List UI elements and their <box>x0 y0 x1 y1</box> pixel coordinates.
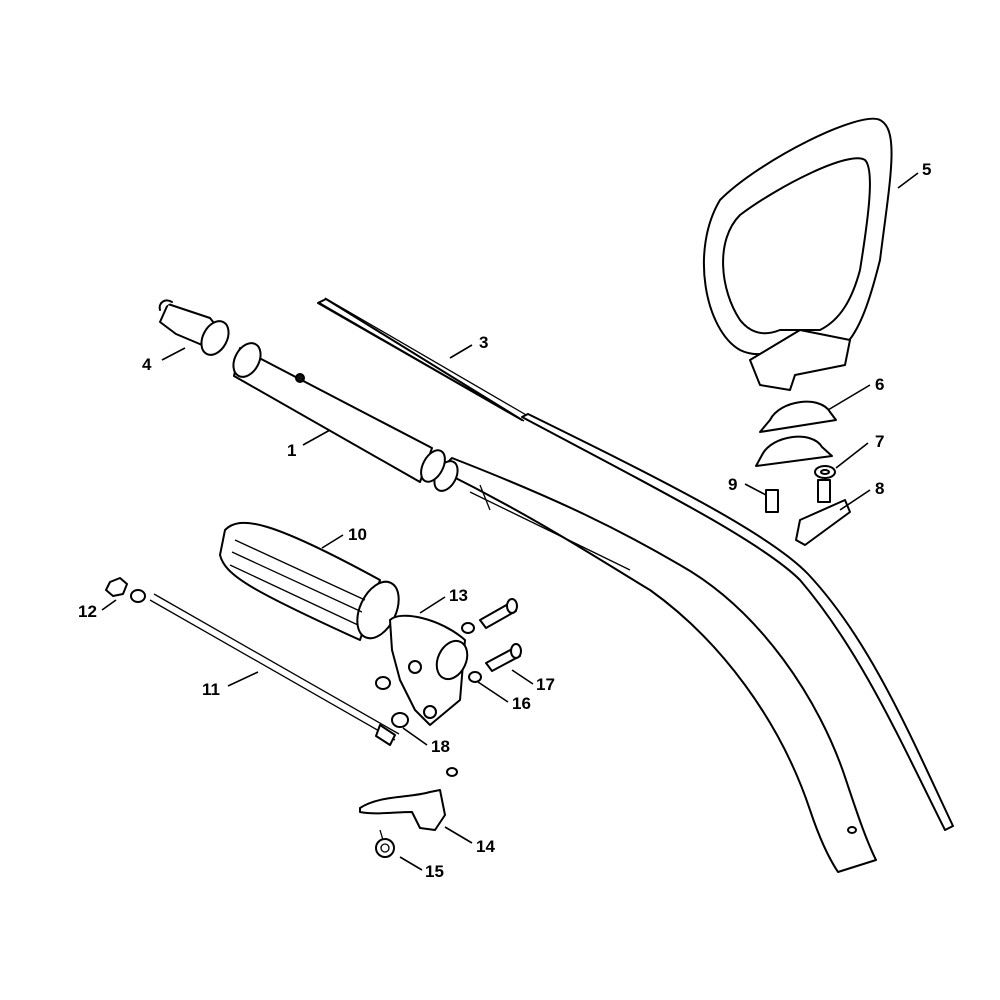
cap-part-4[interactable] <box>158 299 234 359</box>
part-label-17: 17 <box>536 675 555 694</box>
part-label-9: 9 <box>728 475 737 494</box>
clamp-part-6[interactable] <box>755 400 837 467</box>
part-labels: 1 3 4 5 6 7 8 9 10 11 12 13 14 15 16 17 … <box>78 160 931 881</box>
nuts-part-12[interactable] <box>105 577 146 603</box>
upper-tube-part-1[interactable] <box>228 338 450 485</box>
nut-part-18[interactable] <box>375 676 409 728</box>
drive-shaft-part-3[interactable] <box>317 297 954 831</box>
leader-lines <box>101 172 919 871</box>
throttle-trigger-part-14[interactable] <box>359 789 446 831</box>
washer-part-16[interactable] <box>461 622 482 683</box>
part-label-16: 16 <box>512 694 531 713</box>
part-label-13: 13 <box>449 586 468 605</box>
part-label-3: 3 <box>479 333 488 352</box>
part-label-4: 4 <box>142 355 152 374</box>
drive-tube[interactable] <box>430 457 877 873</box>
part-label-12: 12 <box>78 602 97 621</box>
screw-part-17[interactable] <box>479 598 522 672</box>
screw-part-9[interactable] <box>765 489 779 513</box>
part-label-10: 10 <box>348 525 367 544</box>
part-label-14: 14 <box>476 837 495 856</box>
washer-part-7[interactable] <box>814 465 836 479</box>
spring-part-15[interactable] <box>375 829 395 858</box>
throttle-rod-part-11[interactable] <box>149 593 458 777</box>
loop-handle-part-5[interactable] <box>702 117 893 391</box>
grip-part-10[interactable] <box>219 521 407 645</box>
part-label-18: 18 <box>431 737 450 756</box>
part-label-8: 8 <box>875 479 884 498</box>
wing-nut-part-8[interactable] <box>795 479 851 546</box>
part-label-1: 1 <box>287 441 296 460</box>
part-label-15: 15 <box>425 862 444 881</box>
part-label-6: 6 <box>875 375 884 394</box>
part-label-7: 7 <box>875 432 884 451</box>
handle-housing-part-13[interactable] <box>389 614 473 726</box>
part-label-11: 11 <box>202 680 220 699</box>
part-label-5: 5 <box>922 160 931 179</box>
